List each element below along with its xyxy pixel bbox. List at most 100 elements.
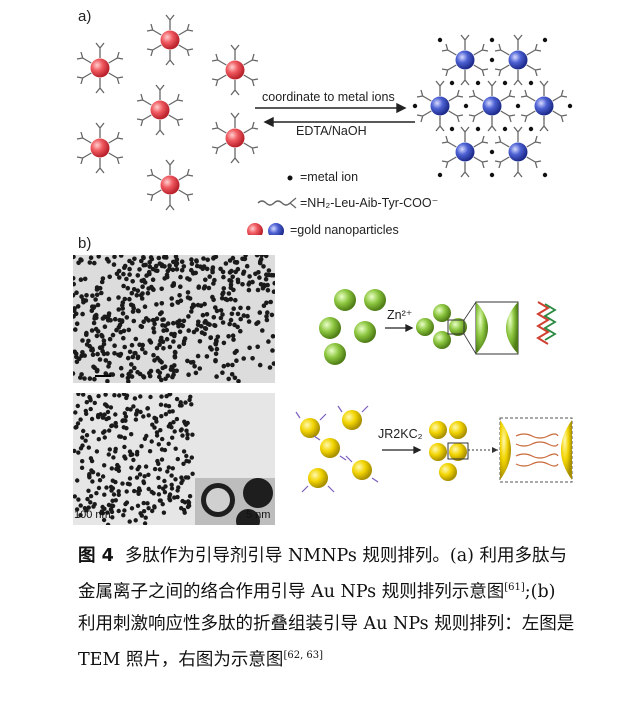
tem-particle bbox=[184, 428, 189, 433]
tem-particle bbox=[123, 501, 128, 507]
tem-particle bbox=[207, 274, 212, 279]
tem-particle bbox=[94, 292, 100, 298]
tem-particle bbox=[181, 449, 187, 454]
tem-particle bbox=[124, 489, 129, 494]
tem-particle bbox=[230, 333, 236, 338]
tem-particle bbox=[225, 362, 231, 368]
tem-particle bbox=[90, 470, 96, 475]
tem-particle bbox=[159, 394, 164, 399]
tem-particle bbox=[127, 519, 132, 524]
tem-particle bbox=[189, 267, 194, 273]
tem-particle bbox=[158, 428, 163, 433]
tem-particle bbox=[197, 366, 203, 371]
tem-particle bbox=[177, 329, 183, 334]
tem-particle bbox=[152, 466, 158, 472]
tem-particle bbox=[162, 255, 168, 258]
tem-particle bbox=[106, 296, 112, 302]
tem-particle bbox=[162, 478, 167, 484]
tem-particle bbox=[139, 513, 144, 518]
tem-particle bbox=[158, 498, 163, 503]
tem-particle bbox=[232, 375, 238, 381]
tem-particle bbox=[182, 500, 188, 505]
tem-particle bbox=[109, 466, 114, 471]
tem-particle bbox=[175, 494, 180, 500]
tem-particle bbox=[179, 475, 184, 480]
tem-particle bbox=[146, 286, 151, 291]
tem-particle bbox=[163, 403, 168, 408]
tem-particle bbox=[100, 316, 106, 321]
tem-particle bbox=[99, 332, 104, 338]
tem-particle bbox=[94, 491, 99, 496]
tem-particle bbox=[170, 466, 175, 471]
tem-particle bbox=[185, 358, 190, 364]
tem-particle bbox=[167, 263, 172, 268]
tem-particle bbox=[218, 266, 223, 272]
tem-particle bbox=[214, 374, 219, 379]
tem-particle bbox=[109, 509, 115, 515]
tem-particle bbox=[79, 372, 84, 377]
tem-particle bbox=[194, 263, 200, 269]
tem-image-top bbox=[73, 255, 275, 383]
tem-particle bbox=[143, 464, 149, 469]
legend-peptide: =NH₂-Leu-Aib-Tyr-COO⁻ bbox=[300, 196, 439, 210]
tem-particle bbox=[177, 344, 182, 349]
tem-particle bbox=[89, 458, 95, 464]
tem-particle bbox=[166, 441, 171, 446]
tem-particle bbox=[161, 328, 166, 333]
tem-particle bbox=[141, 374, 147, 380]
tem-particle bbox=[159, 457, 165, 462]
tem-particle bbox=[139, 296, 145, 301]
tem-particles-bottom bbox=[73, 393, 275, 525]
tem-particle bbox=[111, 455, 116, 460]
tem-particle bbox=[232, 350, 238, 355]
tem-particle bbox=[155, 368, 161, 374]
tem-particle bbox=[152, 321, 157, 327]
yellow-assembled bbox=[429, 417, 573, 483]
tem-particle bbox=[133, 336, 139, 342]
tem-particle bbox=[160, 323, 165, 328]
tem-particle bbox=[159, 286, 164, 292]
tem-particle bbox=[75, 421, 81, 426]
tem-particle bbox=[173, 255, 179, 259]
tem-particle bbox=[178, 284, 183, 289]
tem-particle bbox=[96, 255, 101, 259]
panel-a-diagram bbox=[76, 14, 573, 235]
tem-particle bbox=[221, 363, 227, 369]
tem-particle bbox=[256, 270, 261, 275]
tem-particle bbox=[107, 274, 112, 280]
tem-particle bbox=[255, 287, 261, 293]
tem-particle bbox=[165, 321, 171, 326]
tem-particle bbox=[121, 283, 126, 289]
tem-particle bbox=[161, 510, 167, 515]
tem-particle bbox=[87, 475, 92, 480]
tem-particle bbox=[132, 365, 137, 371]
tem-particle bbox=[120, 481, 125, 486]
tem-particle bbox=[116, 295, 121, 300]
tem-particle bbox=[129, 432, 134, 437]
tem-particle bbox=[85, 496, 90, 502]
tem-particle bbox=[95, 329, 101, 334]
tem-particle bbox=[148, 368, 154, 374]
tem-particle bbox=[109, 503, 114, 508]
tem-particle bbox=[255, 344, 260, 350]
tem-particle bbox=[150, 422, 155, 427]
tem-particle bbox=[105, 522, 111, 525]
tem-particle bbox=[194, 258, 199, 263]
tem-particle bbox=[196, 319, 201, 325]
tem-particle bbox=[99, 345, 105, 350]
tem-particle bbox=[232, 259, 238, 265]
scale-bar-inset: 5 nm bbox=[246, 509, 271, 521]
tem-particle bbox=[259, 255, 264, 258]
tem-particle bbox=[218, 315, 224, 321]
tem-particle bbox=[211, 281, 216, 286]
tem-particle bbox=[197, 339, 203, 344]
tem-particle bbox=[150, 508, 155, 514]
tem-particle bbox=[156, 475, 161, 481]
tem-particle bbox=[102, 492, 107, 497]
tem-particle bbox=[124, 315, 130, 320]
arrow-top-label: coordinate to metal ions bbox=[262, 90, 395, 104]
tem-particle bbox=[125, 406, 130, 412]
tem-particle bbox=[123, 414, 129, 419]
tem-particle bbox=[116, 489, 121, 494]
tem-particle bbox=[91, 429, 96, 434]
